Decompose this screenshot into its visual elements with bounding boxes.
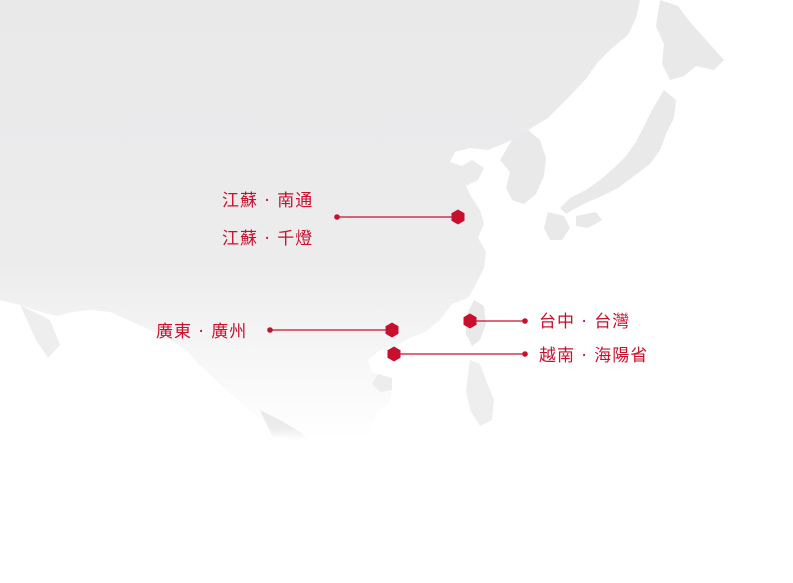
marker-haiduong [387,346,528,362]
connector-dot [334,214,340,220]
location-label-qiandeng: 江蘇 · 千燈 [222,229,314,249]
location-hexagon-icon[interactable] [387,346,401,362]
connector-dot [522,351,528,357]
location-label-taichung: 台中 · 台灣 [539,312,631,332]
south-asia-land [20,305,60,358]
mainland-asia [0,0,640,440]
location-hexagon-icon[interactable] [451,209,465,225]
japan-shikoku [576,212,602,228]
philippines-islands [466,360,494,426]
location-label-nantong: 江蘇 · 南通 [222,191,314,211]
marker-taichung [463,313,528,329]
japan-hokkaido [656,0,724,80]
location-hexagon-icon[interactable] [463,313,477,329]
hainan-island [372,374,392,392]
japan-honshu [560,90,676,214]
marker-guangzhou [267,322,399,338]
connector-dot [522,318,528,324]
indochina-land [260,410,310,440]
location-label-guangzhou: 廣東 · 廣州 [156,322,248,342]
japan-kyushu [544,212,570,240]
location-hexagon-icon[interactable] [385,322,399,338]
marker-nantong [334,209,465,225]
connector-dot [267,327,273,333]
korean-peninsula [500,130,546,204]
location-label-haiduong: 越南 · 海陽省 [539,346,649,366]
